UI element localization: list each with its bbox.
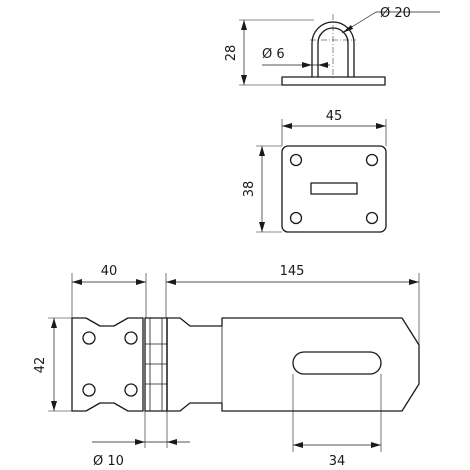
plate-screw-hole xyxy=(289,153,303,167)
plate-screw-hole xyxy=(289,211,303,225)
slot-length-arrow-left xyxy=(293,442,303,448)
eye-diameter-label: Ø 20 xyxy=(380,6,411,21)
plate-width-arrow-right xyxy=(376,123,386,129)
hinge-width-label: 40 xyxy=(101,264,118,279)
slot-length-arrow-right xyxy=(371,442,381,448)
rod-diameter-label: Ø 6 xyxy=(262,47,285,62)
leaf-screw-hole xyxy=(124,383,138,397)
leaf-screw-hole xyxy=(82,383,96,397)
hinge-barrel xyxy=(144,317,168,412)
hinge-width-arrow-right xyxy=(136,279,146,285)
plate-screw-hole xyxy=(365,211,379,225)
hasp-length-arrow-left xyxy=(166,279,176,285)
plate-height-label: 38 xyxy=(242,181,257,198)
plate-width-label: 45 xyxy=(326,109,343,124)
staple-plate-view: 45 38 xyxy=(242,109,387,233)
slot-length-label: 34 xyxy=(329,454,346,469)
rod-diameter-arrow-left xyxy=(302,62,312,68)
hinge-width-arrow-left xyxy=(72,279,82,285)
hasp-height-arrow-bottom xyxy=(51,401,57,411)
plate-screw-hole xyxy=(365,153,379,167)
eye-height-arrow-top xyxy=(241,20,247,30)
leaf-screw-hole xyxy=(82,331,96,345)
hasp-length-label: 145 xyxy=(280,264,305,279)
eye-height-label: 28 xyxy=(224,45,239,62)
staple-base-plate xyxy=(281,76,386,86)
plate-width-arrow-left xyxy=(282,123,292,129)
plate-height-arrow-bottom xyxy=(259,222,265,232)
eye-height-arrow-bottom xyxy=(241,75,247,85)
leaf-screw-hole xyxy=(124,331,138,345)
hasp-view: 40 145 42 Ø 10 34 xyxy=(33,264,420,469)
hasp-length-arrow-right xyxy=(409,279,419,285)
eye-diameter-arrow xyxy=(342,25,353,33)
plate-height-arrow-top xyxy=(259,146,265,156)
pin-diameter-arrow-left xyxy=(135,439,145,445)
hasp-height-label: 42 xyxy=(33,357,48,374)
hasp-fixed-leaf xyxy=(71,317,144,412)
rod-diameter-arrow-right xyxy=(318,62,328,68)
hasp-arm-outline xyxy=(166,317,420,412)
staple-plate-outline xyxy=(281,145,387,233)
hasp-height-arrow-top xyxy=(51,318,57,328)
plate-eye-slot xyxy=(310,182,358,195)
pin-diameter-label: Ø 10 xyxy=(93,454,124,469)
hasp-staple-slot xyxy=(292,351,382,375)
staple-eye-view: Ø 20 28 Ø 6 xyxy=(224,6,440,86)
pin-diameter-arrow-right xyxy=(167,439,177,445)
